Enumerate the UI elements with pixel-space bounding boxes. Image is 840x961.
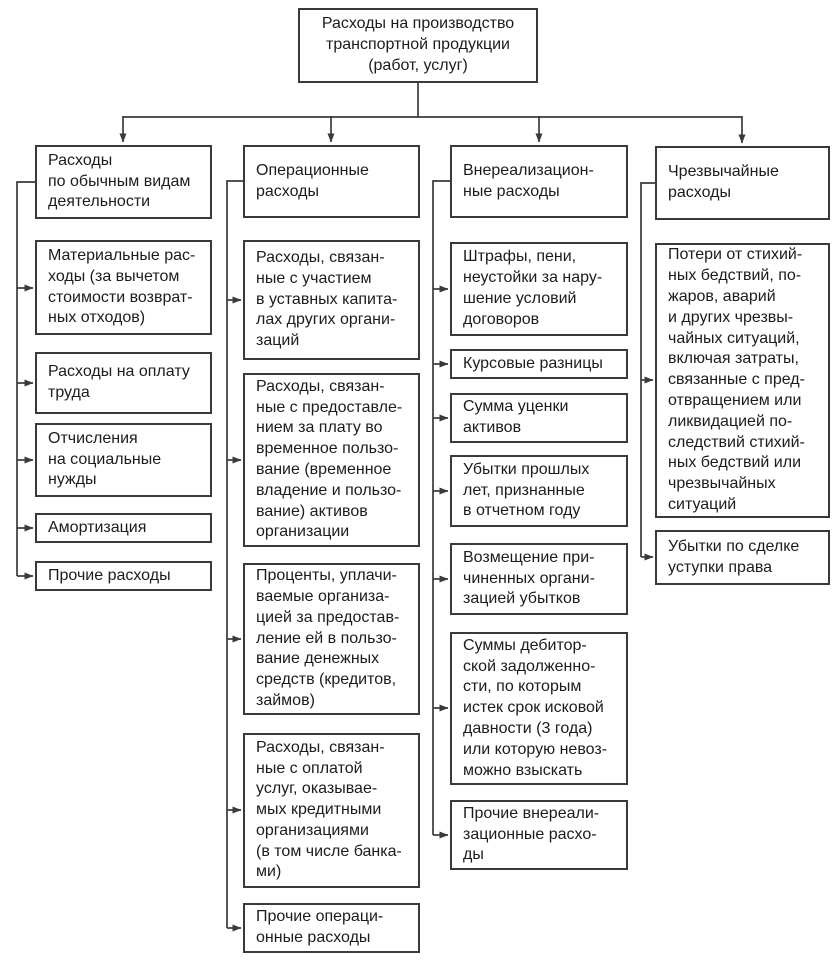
node-col4-child1: Потери от стихий- ных бедствий, по- жаро… [655, 243, 830, 518]
node-col1-child5: Прочие расходы [35, 561, 212, 591]
node-col3-child5: Возмещение при- чиненных органи- зацией … [450, 543, 628, 615]
node-col4-header: Чрезвычайные расходы [655, 146, 830, 220]
node-col2-child4: Расходы, связан- ные с оплатой услуг, ок… [243, 733, 420, 888]
node-col2-child2: Расходы, связан- ные с предоставле- нием… [243, 373, 420, 547]
node-col3-header: Внереализацион- ные расходы [450, 145, 628, 218]
spine-col4 [640, 182, 655, 557]
node-col1-child1: Материальные рас- ходы (за вычетом стоим… [35, 240, 212, 335]
node-col3-child7: Прочие внереали- зационные расхо- ды [450, 800, 628, 870]
connector-group [16, 83, 746, 932]
node-col3-child6: Суммы дебитор- ской задолженно- сти, по … [450, 632, 628, 785]
node-col1-child2: Расходы на оплату труда [35, 352, 212, 414]
node-col1-child3: Отчисления на социальные нужды [35, 423, 212, 497]
node-col1-child4: Амортизация [35, 513, 212, 543]
spine-col3 [432, 180, 450, 835]
spine-col1 [16, 181, 35, 576]
node-col4-child2: Убытки по сделке уступки права [655, 530, 830, 585]
node-col3-child1: Штрафы, пени, неустойки за нару- шение у… [450, 242, 628, 336]
node-col2-header: Операционные расходы [243, 145, 420, 218]
node-col2-child3: Проценты, уплачи- ваемые организа- цией … [243, 563, 420, 715]
node-col3-child4: Убытки прошлых лет, признанные в отчетно… [450, 455, 628, 527]
node-col3-child3: Сумма уценки активов [450, 393, 628, 443]
spine-col2 [226, 180, 243, 928]
node-root: Расходы на производство транспортной про… [298, 8, 538, 83]
node-col3-child2: Курсовые разницы [450, 349, 628, 379]
node-col1-header: Расходы по обычным видам деятельности [35, 145, 212, 219]
node-col2-child5: Прочие операци- онные расходы [243, 903, 420, 953]
node-col2-child1: Расходы, связан- ные с участием в уставн… [243, 240, 420, 360]
